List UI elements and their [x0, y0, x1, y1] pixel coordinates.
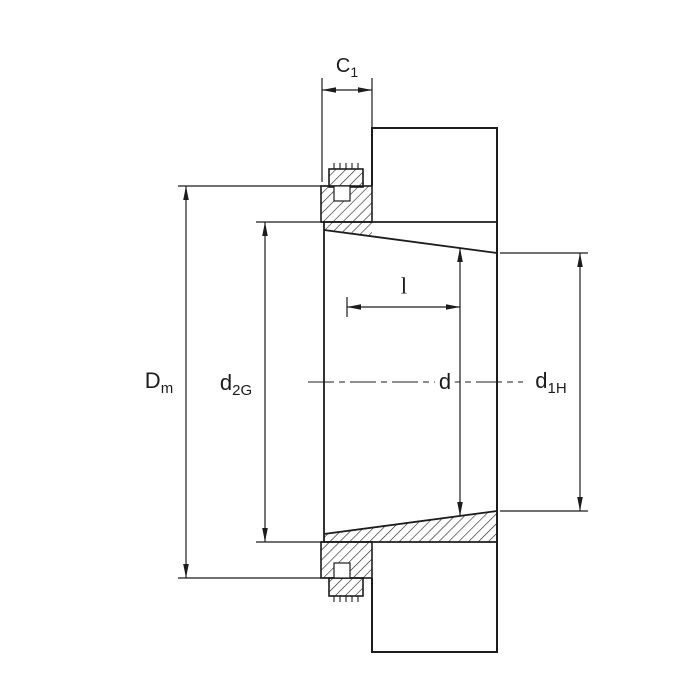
dim-label-d1h: d1H [535, 368, 566, 397]
locknut-bottom-section [320, 541, 373, 602]
dim-label-d2g-base: d [219, 370, 233, 395]
dim-label-c1-sub: 1 [350, 64, 359, 80]
locknut-bottom-cap [328, 577, 364, 597]
locknut-bottom-knurl [333, 596, 359, 602]
dim-label-dm-sub: m [160, 380, 174, 397]
dim-label-d2g-sub: 2G [232, 382, 253, 399]
dim-d2g [256, 221, 321, 543]
dim-c1 [321, 78, 373, 182]
dim-label-c1-base: C [335, 55, 351, 77]
section-hatching [324, 222, 497, 542]
dimension-lines [178, 78, 588, 579]
dim-label-d: d [434, 369, 456, 394]
locknut-top-section [320, 163, 373, 223]
dim-label-dm: Dm [144, 368, 173, 397]
locknut-top-knurl [333, 163, 359, 169]
locknut-top-slot [333, 185, 351, 202]
dim-label-d1h-sub: 1H [547, 380, 567, 397]
locknut-bottom-slot [333, 562, 351, 579]
locknut-top-cap [328, 168, 364, 188]
dimension-arrowheads [183, 87, 583, 578]
dim-d1h [500, 252, 588, 512]
dim-label-d-base: d [438, 369, 452, 394]
dim-label-l-base: l [400, 273, 408, 299]
dim-label-d2g: d2G [219, 370, 252, 399]
dim-label-l: l [401, 275, 407, 298]
dim-label-d1h-base: d [535, 368, 548, 393]
dim-label-c1: C1 [335, 55, 358, 79]
dim-dm [178, 185, 332, 579]
dim-l [346, 297, 460, 317]
dim-label-dm-base: D [144, 368, 161, 393]
